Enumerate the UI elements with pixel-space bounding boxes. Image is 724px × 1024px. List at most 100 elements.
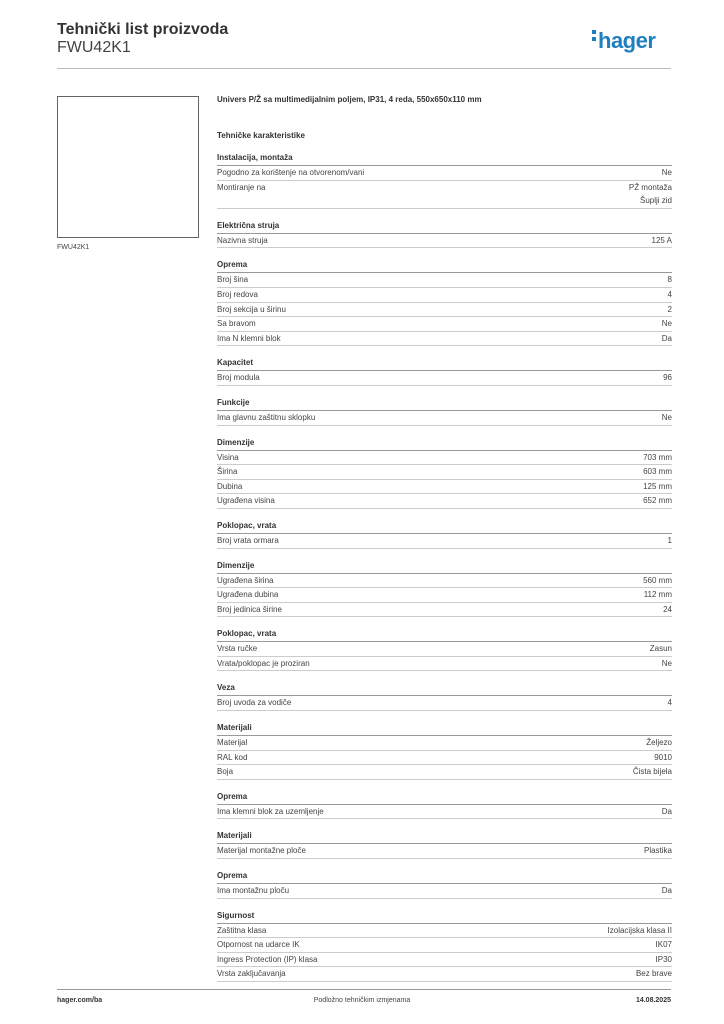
spec-value-line: 1 [667, 535, 672, 545]
spec-value-line: 8 [667, 275, 672, 285]
spec-label: RAL kod [217, 752, 248, 762]
spec-section-title: Kapacitet [217, 356, 672, 372]
spec-value: 24 [663, 603, 672, 617]
spec-value: 125 mm [643, 480, 672, 494]
spec-value-line: Čista bijela [632, 767, 672, 777]
product-image-caption: FWU42K1 [57, 244, 90, 251]
footer-divider [57, 989, 671, 990]
spec-row: Ugrađena širina 560 mm [217, 574, 672, 589]
spec-section-title: Materijali [217, 721, 672, 737]
spec-row: Ima klemni blok za uzemljenje Da [217, 805, 672, 820]
spec-value-line: Da [661, 886, 672, 896]
spec-section-title: Poklopac, vrata [217, 627, 672, 643]
spec-row: Broj modula 96 [217, 371, 672, 386]
spec-label: Broj modula [217, 373, 260, 383]
spec-value-line: Da [661, 806, 672, 816]
spec-label: Broj uvoda za vodiče [217, 698, 292, 708]
footer-website: hager.com/ba [57, 997, 103, 1004]
spec-value-line: 560 mm [643, 575, 672, 585]
spec-value-line: 603 mm [643, 467, 672, 477]
spec-value: Ne [662, 657, 672, 671]
spec-value: 112 mm [644, 588, 672, 602]
spec-label: Ugrađena visina [217, 496, 275, 506]
spec-label: Vrsta ručke [217, 644, 258, 654]
spec-label: Vrsta zaključavanja [217, 969, 286, 979]
spec-section-title: Oprema [217, 790, 672, 805]
spec-value: 4 [668, 696, 672, 710]
spec-value: Ne [662, 317, 672, 331]
spec-value-line: 703 mm [643, 452, 672, 462]
spec-value: 652 mm [643, 494, 672, 508]
spec-label: Materijal [217, 738, 248, 748]
spec-section-title: Električna struja [217, 219, 672, 234]
spec-label: Vrata/poklopac je proziran [217, 658, 310, 668]
spec-value: Ne [662, 411, 672, 425]
spec-value-line: 24 [663, 604, 672, 614]
spec-value-line: 125 A [651, 235, 672, 245]
hager-logo: hager [592, 28, 656, 54]
spec-value: Da [662, 805, 672, 819]
spec-value: Da [662, 884, 672, 898]
page-title: Tehnički list proizvoda [57, 21, 229, 38]
spec-value: 8 [668, 273, 672, 287]
spec-label: Nazivna struja [217, 235, 268, 245]
spec-label: Ugrađena širina [217, 575, 274, 585]
spec-section-title: Funkcije [217, 396, 672, 411]
product-image [57, 96, 199, 238]
spec-value: Ne [662, 166, 672, 180]
spec-value-line: IP30 [655, 954, 672, 964]
header-divider [57, 68, 671, 69]
spec-label: Ima klemni blok za uzemljenje [217, 806, 324, 816]
spec-value: IP30 [656, 953, 672, 967]
spec-value-line: Zasun [649, 644, 672, 654]
footer-date: 14.08.2025 [635, 997, 671, 1004]
spec-row: Vrata/poklopac je proziran Ne [217, 657, 672, 672]
spec-value-line: Izolacijska klasa II [607, 925, 672, 935]
spec-value: Željezo [646, 736, 672, 750]
spec-value: 703 mm [643, 451, 672, 465]
spec-row: Pogodno za korištenje na otvorenom/vani N… [217, 166, 672, 181]
spec-value-line: 96 [663, 373, 672, 383]
spec-label: Širina [217, 467, 238, 477]
spec-label: Broj sekcija u širinu [217, 304, 286, 314]
spec-value: 4 [668, 288, 672, 302]
spec-value: Da [662, 332, 672, 346]
spec-label: Broj redova [217, 289, 258, 299]
spec-row: Ima montažnu ploču Da [217, 884, 672, 899]
spec-value-line: 112 mm [643, 590, 672, 600]
spec-value: IK07 [656, 938, 672, 952]
spec-label: Ingress Protection (IP) klasa [217, 954, 318, 964]
spec-label: Materijal montažne ploče [217, 846, 306, 856]
spec-label: Ima montažnu ploču [217, 886, 290, 896]
spec-row: Širina 603 mm [217, 465, 672, 480]
spec-section-title: Oprema [217, 869, 672, 885]
spec-row: Broj uvoda za vodiče 4 [217, 696, 672, 712]
spec-row: Materijal Željezo [217, 736, 672, 751]
spec-section-title: Oprema [217, 258, 672, 274]
spec-section-title: Sigurnost [217, 909, 672, 924]
spec-value-line: PŽ montaža [628, 182, 672, 192]
spec-value: Zasun [650, 642, 672, 656]
spec-content: Univers P/Ž sa multimedijalnim poljem, I… [217, 95, 672, 992]
spec-value: Izolacijska klasa II [608, 924, 672, 938]
spec-value-line: Ne [661, 658, 672, 668]
spec-label: Pogodno za korištenje na otvorenom/vani [217, 168, 365, 177]
